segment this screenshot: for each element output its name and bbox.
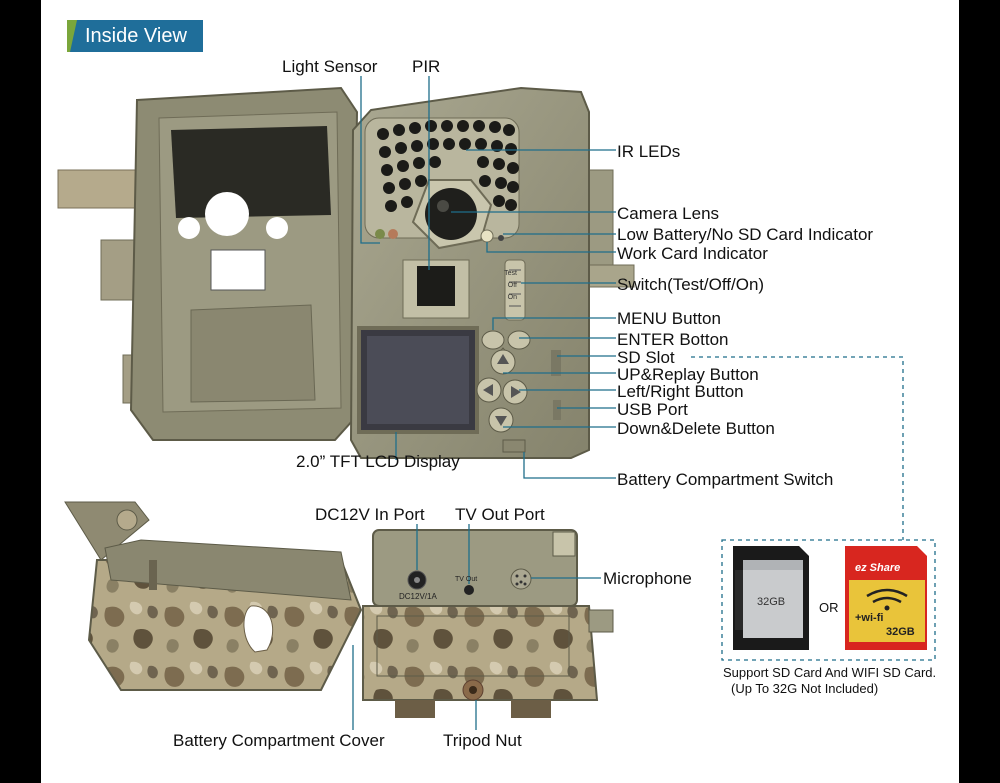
- switch-legend: Test Off On: [497, 268, 517, 304]
- wifi-card-capacity: 32GB: [886, 626, 915, 638]
- label-low-battery-indicator: Low Battery/No SD Card Indicator: [617, 225, 874, 244]
- title-accent: [67, 20, 77, 52]
- switch-legend-off: Off: [507, 282, 517, 289]
- label-menu-button: MENU Button: [617, 309, 721, 328]
- camera-lens: [425, 188, 477, 240]
- label-tripod-nut: Tripod Nut: [443, 731, 522, 750]
- camera-body: [349, 86, 635, 459]
- label-switch: Switch(Test/Off/On): [617, 275, 765, 294]
- switch-legend-on: On: [507, 294, 517, 301]
- label-dc12v-port: DC12V In Port: [315, 505, 425, 524]
- dc-port-label: DC12V/1A: [399, 592, 437, 601]
- label-work-card-indicator: Work Card Indicator: [617, 244, 768, 263]
- support-note-line2: (Up To 32G Not Included): [731, 681, 879, 696]
- label-pir: PIR: [412, 57, 441, 76]
- label-usb-port: USB Port: [617, 400, 688, 419]
- sd-card-capacity: 32GB: [757, 596, 786, 608]
- label-microphone: Microphone: [603, 569, 692, 588]
- label-light-sensor: Light Sensor: [282, 57, 378, 76]
- label-sd-slot: SD Slot: [617, 348, 675, 367]
- label-enter-button: ENTER Botton: [617, 330, 729, 349]
- label-camera-lens: Camera Lens: [617, 204, 720, 223]
- mode-switch: [504, 259, 526, 321]
- tv-port: [464, 585, 474, 595]
- sd-card: [733, 546, 809, 650]
- sd-card-panel: [721, 539, 936, 661]
- camera-bottom-body: [362, 529, 614, 718]
- wifi-card-brand: ez Share: [855, 562, 901, 574]
- switch-legend-test: Test: [504, 270, 517, 277]
- indicator-led: [480, 229, 494, 243]
- camo-cover: [64, 501, 363, 691]
- title-badge: Inside View: [67, 20, 203, 52]
- or-text: OR: [819, 600, 839, 615]
- tv-port-label: TV Out: [455, 576, 478, 583]
- label-battery-compartment-cover: Battery Compartment Cover: [173, 731, 385, 750]
- label-ir-leds: IR LEDs: [617, 142, 681, 161]
- diagram-canvas: Inside View: [41, 0, 959, 783]
- ir-led-array: [377, 120, 519, 212]
- leader-lines: [352, 76, 616, 730]
- label-up-replay-button: UP&Replay Button: [617, 365, 759, 384]
- open-front-cover: [57, 86, 359, 441]
- label-down-delete-button: Down&Delete Button: [617, 419, 775, 438]
- label-lcd-display: 2.0” TFT LCD Display: [296, 452, 460, 471]
- wifi-card-text: +wi-fi: [855, 612, 884, 624]
- microphone-grille: [510, 568, 532, 590]
- label-battery-compartment-switch: Battery Compartment Switch: [617, 470, 834, 489]
- light-sensor-led: [375, 229, 385, 239]
- label-left-right-button: Left/Right Button: [617, 382, 744, 401]
- wifi-sd-card: [845, 546, 927, 650]
- menu-key: [481, 330, 505, 350]
- diagram-title: Inside View: [85, 25, 187, 47]
- enter-key: [507, 330, 531, 350]
- support-note-line1: Support SD Card And WIFI SD Card.: [723, 665, 937, 680]
- label-tv-out-port: TV Out Port: [455, 505, 545, 524]
- camera-illustration: [57, 76, 936, 730]
